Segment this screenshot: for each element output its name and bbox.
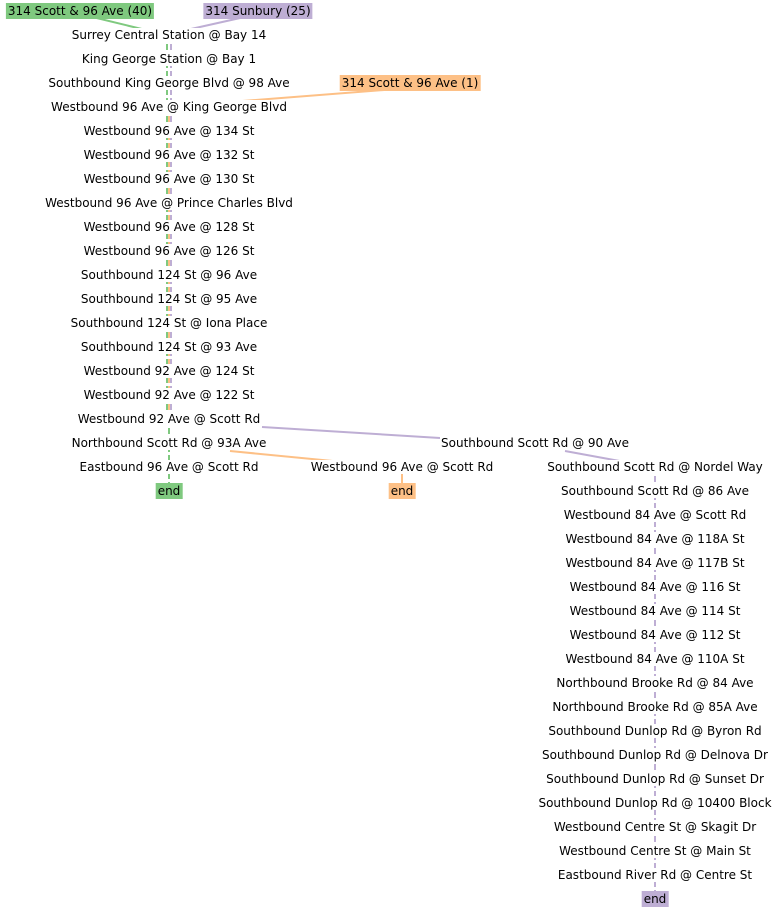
- stop-westbound-92-ave-scott-rd: Westbound 92 Ave @ Scott Rd: [76, 412, 262, 426]
- route-tag-orange: 314 Scott & 96 Ave (1): [339, 75, 481, 91]
- route-tag-green: 314 Scott & 96 Ave (40): [5, 3, 155, 19]
- stop-southbound-scott-rd-86-ave: Southbound Scott Rd @ 86 Ave: [560, 484, 750, 498]
- end-tag-green: end: [155, 483, 183, 499]
- end-tag-purple: end: [641, 891, 669, 907]
- stop-eastbound-river-rd-centre-st: Eastbound River Rd @ Centre St: [556, 868, 754, 882]
- stop-westbound-92-ave-124-st: Westbound 92 Ave @ 124 St: [82, 364, 256, 378]
- stop-southbound-scott-rd-nordel-way: Southbound Scott Rd @ Nordel Way: [546, 460, 764, 474]
- stop-southbound-124-st-iona-place: Southbound 124 St @ Iona Place: [69, 316, 269, 330]
- stop-southbound-dunlop-rd-delnova-dr: Southbound Dunlop Rd @ Delnova Dr: [541, 748, 769, 762]
- stop-southbound-124-st-96-ave: Southbound 124 St @ 96 Ave: [79, 268, 259, 282]
- stop-southbound-scott-rd-90-ave: Southbound Scott Rd @ 90 Ave: [440, 436, 630, 450]
- stop-southbound-124-st-93-ave: Southbound 124 St @ 93 Ave: [79, 340, 259, 354]
- stop-westbound-96-ave-128-st: Westbound 96 Ave @ 128 St: [82, 220, 256, 234]
- purple-branch-connector-1: [261, 426, 441, 439]
- route-tag-purple: 314 Sunbury (25): [203, 3, 313, 19]
- stop-westbound-84-ave-118a-st: Westbound 84 Ave @ 118A St: [564, 532, 746, 546]
- stop-westbound-centre-st-main-st: Westbound Centre St @ Main St: [558, 844, 752, 858]
- stop-westbound-84-ave-scott-rd: Westbound 84 Ave @ Scott Rd: [562, 508, 748, 522]
- stop-westbound-92-ave-122-st: Westbound 92 Ave @ 122 St: [82, 388, 256, 402]
- stop-northbound-scott-rd-93a-ave: Northbound Scott Rd @ 93A Ave: [70, 436, 268, 450]
- stop-surrey-central-station-bay-14: Surrey Central Station @ Bay 14: [70, 28, 268, 42]
- stop-southbound-dunlop-rd-byron-rd: Southbound Dunlop Rd @ Byron Rd: [547, 724, 763, 738]
- stop-westbound-96-ave-126-st: Westbound 96 Ave @ 126 St: [82, 244, 256, 258]
- stop-southbound-124-st-95-ave: Southbound 124 St @ 95 Ave: [79, 292, 259, 306]
- stop-westbound-96-ave-132-st: Westbound 96 Ave @ 132 St: [82, 148, 256, 162]
- stop-eastbound-96-ave-scott-rd: Eastbound 96 Ave @ Scott Rd: [78, 460, 260, 474]
- end-tag-orange: end: [388, 483, 416, 499]
- stop-westbound-84-ave-114-st: Westbound 84 Ave @ 114 St: [568, 604, 742, 618]
- stop-king-george-station-bay-1: King George Station @ Bay 1: [80, 52, 258, 66]
- stop-westbound-96-ave-130-st: Westbound 96 Ave @ 130 St: [82, 172, 256, 186]
- stop-westbound-84-ave-112-st: Westbound 84 Ave @ 112 St: [568, 628, 742, 642]
- stop-northbound-brooke-rd-84-ave: Northbound Brooke Rd @ 84 Ave: [555, 676, 755, 690]
- stop-westbound-96-ave-prince-charles-blvd: Westbound 96 Ave @ Prince Charles Blvd: [44, 196, 294, 210]
- stop-westbound-84-ave-110a-st: Westbound 84 Ave @ 110A St: [564, 652, 746, 666]
- stop-northbound-brooke-rd-85a-ave: Northbound Brooke Rd @ 85A Ave: [551, 700, 759, 714]
- stop-southbound-king-george-blvd-98-ave: Southbound King George Blvd @ 98 Ave: [47, 76, 291, 90]
- stop-westbound-96-ave-king-george-blvd: Westbound 96 Ave @ King George Blvd: [50, 100, 288, 114]
- stop-westbound-84-ave-116-st: Westbound 84 Ave @ 116 St: [568, 580, 742, 594]
- stop-westbound-centre-st-skagit-dr: Westbound Centre St @ Skagit Dr: [552, 820, 758, 834]
- stop-southbound-dunlop-rd-sunset-dr: Southbound Dunlop Rd @ Sunset Dr: [545, 772, 765, 786]
- stop-westbound-84-ave-117b-st: Westbound 84 Ave @ 117B St: [564, 556, 746, 570]
- stop-westbound-96-ave-134-st: Westbound 96 Ave @ 134 St: [82, 124, 256, 138]
- stop-southbound-dunlop-rd-10400-block: Southbound Dunlop Rd @ 10400 Block: [537, 796, 773, 810]
- stop-westbound-96-ave-scott-rd: Westbound 96 Ave @ Scott Rd: [309, 460, 495, 474]
